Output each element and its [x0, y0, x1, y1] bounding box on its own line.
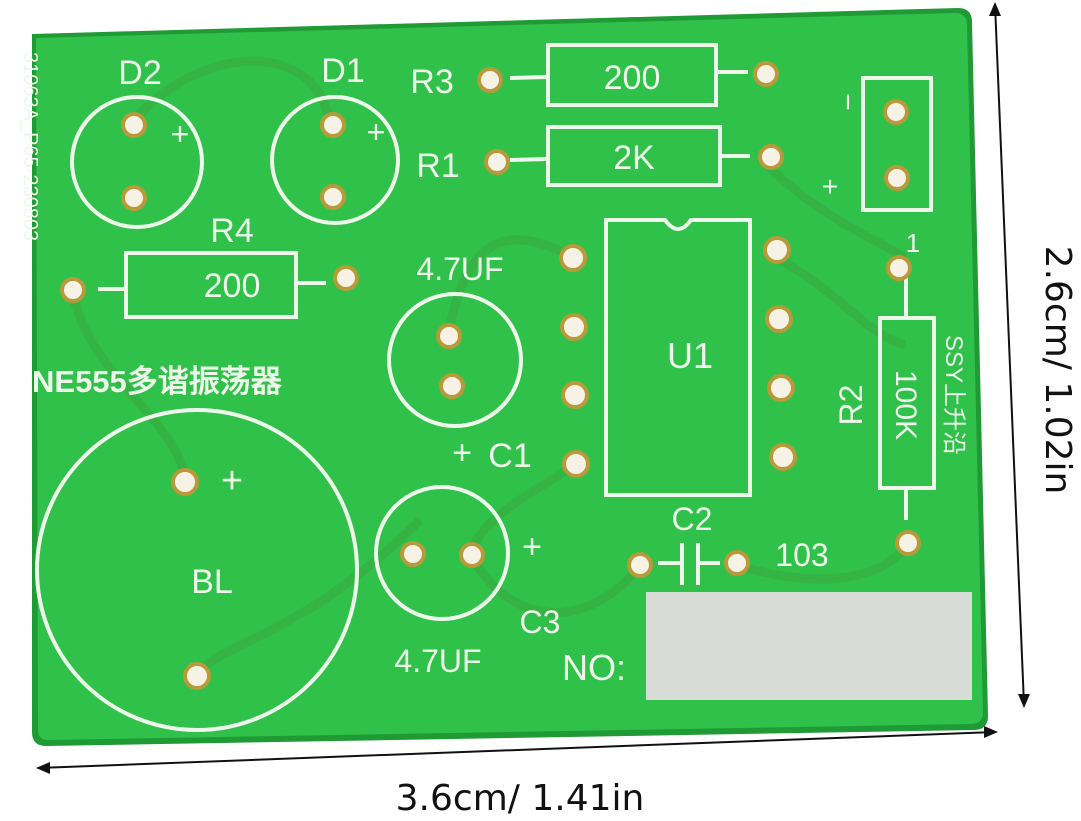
pad [562, 450, 590, 478]
r2-designator: R2 [833, 385, 869, 426]
r3-designator: R3 [410, 63, 453, 101]
height-dimension-line [989, 2, 1030, 708]
pcb-board: 31063A_P65-230803 D2 + D1 + R3 200 R1 2K… [19, 8, 988, 746]
connector-pin1-mark: 1 [906, 228, 920, 258]
r2-vertical-note: SSY上升沿 [940, 335, 967, 455]
d2-designator: D2 [118, 54, 161, 92]
pad [763, 236, 791, 264]
c2-designator: C2 [672, 501, 713, 537]
serial-number-field [646, 592, 972, 700]
height-dimension-label: 2.6cm/ 1.02in [1037, 246, 1078, 495]
r3-value: 200 [604, 59, 661, 97]
bl-outline [35, 408, 359, 732]
bl-designator: BL [191, 563, 233, 601]
pad [121, 185, 147, 211]
r4-value: 200 [204, 267, 261, 305]
connector-outline [861, 76, 933, 212]
pad [121, 112, 147, 138]
solder-pads [60, 61, 921, 690]
width-dimension-label: 3.6cm/ 1.41in [396, 778, 645, 819]
d1-outline [270, 95, 400, 225]
pad [883, 99, 909, 125]
connector-plus-mark: + [822, 171, 838, 202]
d1-polarity-mark: + [367, 114, 386, 150]
c1-value: 4.7UF [416, 251, 503, 287]
c3-outline [374, 485, 510, 621]
pad [753, 61, 779, 87]
d2-outline [70, 95, 204, 229]
board-side-code: 31063A_P65-230803 [19, 52, 41, 241]
pad [884, 165, 910, 191]
pad [895, 530, 921, 556]
pad [320, 112, 346, 138]
d1-designator: D1 [321, 52, 364, 90]
c2-value: 103 [775, 537, 828, 573]
c1-designator: C1 [488, 437, 531, 475]
width-dimension-line [36, 726, 998, 774]
c1-polarity-mark: + [452, 434, 472, 472]
u1-designator: U1 [667, 335, 713, 376]
pad [477, 67, 503, 93]
pad [758, 144, 784, 170]
pad [724, 550, 750, 576]
pad [765, 305, 793, 333]
board-title: NE555多谐振荡器 [32, 364, 283, 399]
u1-outline [604, 218, 752, 497]
pad [560, 313, 588, 341]
pad [60, 277, 86, 303]
r2-value: 100K [889, 370, 922, 440]
connector-minus-mark: − [831, 93, 864, 111]
pad [627, 552, 653, 578]
serial-label: NO: [562, 647, 626, 688]
pad [400, 541, 426, 567]
pad [561, 381, 589, 409]
c1-outline [387, 292, 523, 428]
r3-outline [546, 43, 718, 107]
r4-designator: R4 [210, 212, 253, 250]
pad [886, 255, 912, 281]
r1-value: 2K [613, 139, 655, 177]
pad [459, 542, 485, 568]
c3-value: 4.7UF [394, 643, 481, 679]
pad [439, 373, 465, 399]
pad [171, 468, 199, 496]
c3-designator: C3 [520, 604, 561, 640]
pad [183, 662, 211, 690]
pad [769, 443, 797, 471]
pad [559, 244, 587, 272]
pad [436, 323, 462, 349]
r1-designator: R1 [416, 147, 459, 185]
pad [320, 184, 346, 210]
pad [333, 265, 359, 291]
bl-polarity-mark: + [221, 460, 243, 502]
d2-polarity-mark: + [171, 116, 190, 152]
c3-polarity-mark: + [522, 528, 542, 566]
pad [767, 374, 795, 402]
pad [484, 149, 510, 175]
